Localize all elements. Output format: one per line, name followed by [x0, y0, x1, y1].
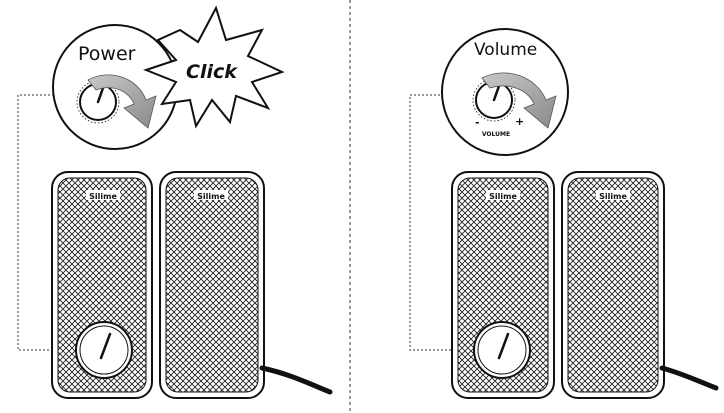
callout-knob — [472, 78, 516, 122]
speaker-left: Silime — [451, 171, 555, 399]
power-panel: Power Click Silime Silime — [17, 5, 333, 399]
speaker-left: Silime — [51, 171, 153, 399]
callout-label: Volume — [474, 40, 537, 60]
volume-panel: Volume - + VOLUME Silime Silime — [409, 28, 719, 399]
plus-label: + — [515, 115, 524, 128]
rotate-arrow-icon — [481, 72, 557, 129]
volume-knob — [473, 321, 531, 379]
speaker-brand: Silime — [89, 192, 117, 201]
callout-knob — [76, 80, 120, 124]
minus-label: - — [475, 116, 480, 129]
knob-caption: VOLUME — [482, 131, 510, 138]
speaker-brand: Silime — [489, 192, 517, 201]
speaker-right: Silime — [159, 171, 333, 399]
power-knob — [75, 321, 133, 379]
speaker-cable — [259, 365, 333, 395]
speaker-brand: Silime — [599, 192, 627, 201]
rotate-arrow-icon — [87, 74, 157, 129]
speaker-right: Silime — [561, 171, 719, 399]
burst-label: Click — [186, 61, 238, 83]
leader-line — [17, 94, 78, 351]
callout-label: Power — [78, 43, 136, 65]
speaker-cable — [659, 365, 719, 391]
speaker-brand: Silime — [197, 192, 225, 201]
leader-line — [409, 94, 476, 351]
click-burst: Click — [143, 5, 285, 129]
